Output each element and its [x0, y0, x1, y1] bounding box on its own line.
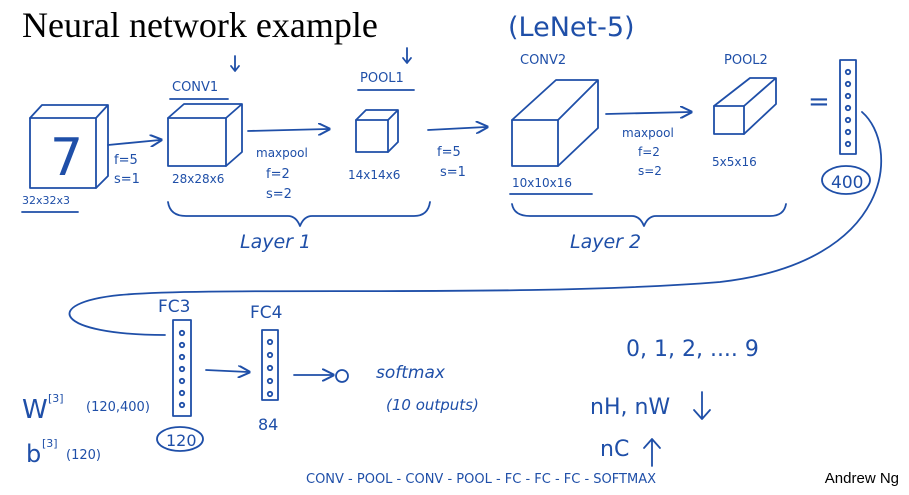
conv1-name: CONV1 [172, 80, 218, 95]
fc4-name: FC4 [250, 303, 282, 323]
pool1-name: POOL1 [360, 71, 404, 86]
pool1-hyper-s: s=2 [266, 187, 292, 202]
conv2-hyper-s: s=1 [440, 165, 466, 180]
fc3-units-oval [156, 426, 204, 452]
pool1-op: maxpool [256, 146, 308, 160]
softmax-label: softmax [376, 363, 446, 383]
input-size: 32x32x3 [22, 194, 70, 207]
pool2-name: POOL2 [724, 53, 768, 68]
fc3-name: FC3 [158, 297, 190, 317]
pool2-hyper-s: s=2 [638, 164, 662, 178]
author-credit: Andrew Ng [824, 470, 899, 487]
b-shape: (120) [66, 448, 101, 463]
flatten-equals: = [808, 87, 830, 117]
pool1-pointer-arrow [402, 47, 412, 64]
conv1-size: 28x28x6 [172, 172, 224, 186]
pool1-size: 14x14x6 [348, 168, 400, 182]
flatten-count-oval [821, 165, 871, 195]
slide-title: Neural network example [22, 5, 378, 45]
pool2-volume [713, 77, 777, 135]
flatten-vector [839, 59, 857, 155]
layer1-label: Layer 1 [240, 231, 311, 253]
arrow-fc3-fc4 [205, 370, 248, 372]
fc4-vector [261, 329, 279, 401]
w-shape: (120,400) [86, 400, 150, 415]
w-symbol: W [22, 395, 48, 425]
trend-c-up-arrow [643, 438, 661, 467]
w-superscript: [3] [48, 392, 64, 405]
layer1-brace [167, 201, 431, 227]
conv2-hyper-f: f=5 [437, 145, 461, 160]
flatten-count: 400 [831, 173, 863, 193]
fc3-units: 120 [166, 431, 197, 450]
pool2-op: maxpool [622, 126, 674, 140]
softmax-node [335, 369, 349, 383]
pool1-volume [355, 109, 399, 153]
b-superscript: [3] [42, 437, 58, 450]
layer2-brace [511, 203, 787, 227]
pool1-hyper-f: f=2 [266, 167, 290, 182]
layer2-label: Layer 2 [570, 231, 641, 253]
pool2-hyper-f: f=2 [638, 145, 660, 159]
pool2-size: 5x5x16 [712, 155, 757, 169]
conv1-hyper-f: f=5 [114, 153, 138, 168]
input-volume [29, 104, 109, 189]
arrow-conv2-pool2 [605, 112, 690, 114]
class-list: 0, 1, 2, .... 9 [626, 337, 759, 362]
architecture-pattern: CONV - POOL - CONV - POOL - FC - FC - FC… [306, 472, 656, 487]
trend-hw-label: nH, nW [590, 395, 670, 420]
input-digit: 7 [50, 128, 83, 188]
conv2-name: CONV2 [520, 53, 566, 68]
softmax-outputs: (10 outputs) [386, 396, 479, 414]
arrow-input-conv1 [107, 140, 160, 145]
conv1-volume [167, 103, 243, 167]
b-symbol: b [26, 440, 41, 468]
fc4-units: 84 [258, 415, 278, 434]
conv2-volume [511, 79, 599, 167]
conv2-size: 10x10x16 [512, 176, 572, 190]
conv1-hyper-s: s=1 [114, 172, 140, 187]
fc3-vector [172, 319, 192, 417]
connector-curve [68, 111, 883, 336]
conv1-pointer-arrow [230, 55, 240, 72]
subtitle: (LeNet-5) [508, 12, 635, 43]
trend-hw-down-arrow [693, 391, 711, 420]
trend-c-label: nC [600, 437, 629, 462]
arrow-conv1-pool1 [247, 129, 328, 131]
arrow-pool1-conv2 [427, 127, 486, 130]
